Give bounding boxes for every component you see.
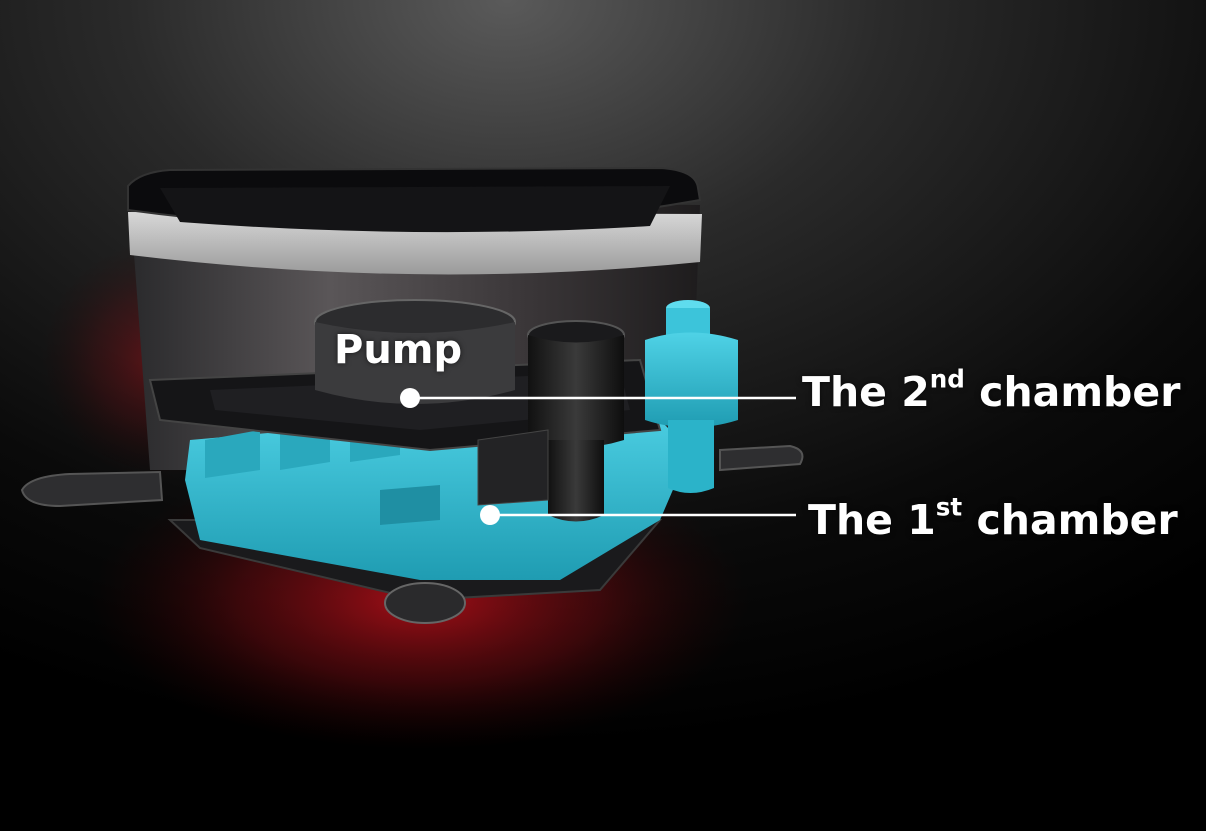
right-mount-bracket xyxy=(719,444,804,472)
first-chamber-callout-dot xyxy=(480,505,500,525)
pump-impeller-body xyxy=(315,322,515,404)
tube-connector-stem xyxy=(548,440,604,522)
pump-label: Pump xyxy=(334,327,463,373)
first-chamber-label-ordinal: st xyxy=(935,492,963,522)
first-chamber-label-rest: chamber xyxy=(962,496,1178,544)
cyan-fitting-body xyxy=(645,332,738,428)
base-screw xyxy=(384,582,466,624)
chamber-rib-1 xyxy=(205,430,260,478)
chamber-rib-4 xyxy=(380,485,440,525)
cyan-fitting-neck xyxy=(666,308,710,335)
first-chamber-label: The 1st chamber xyxy=(808,495,1178,541)
cyan-fitting-stem xyxy=(668,420,714,493)
cap-top-face xyxy=(160,186,670,233)
first-chamber-label-prefix: The 1 xyxy=(808,496,936,544)
tube-connector-body xyxy=(528,335,624,448)
second-chamber-callout-dot xyxy=(400,388,420,408)
left-mount-bracket xyxy=(20,470,164,508)
second-chamber-label-rest: chamber xyxy=(964,368,1181,416)
second-chamber-label-prefix: The 2 xyxy=(802,368,930,416)
second-chamber-label-ordinal: nd xyxy=(929,364,965,394)
tube-elbow xyxy=(477,429,549,506)
second-chamber-label: The 2nd chamber xyxy=(802,367,1180,413)
